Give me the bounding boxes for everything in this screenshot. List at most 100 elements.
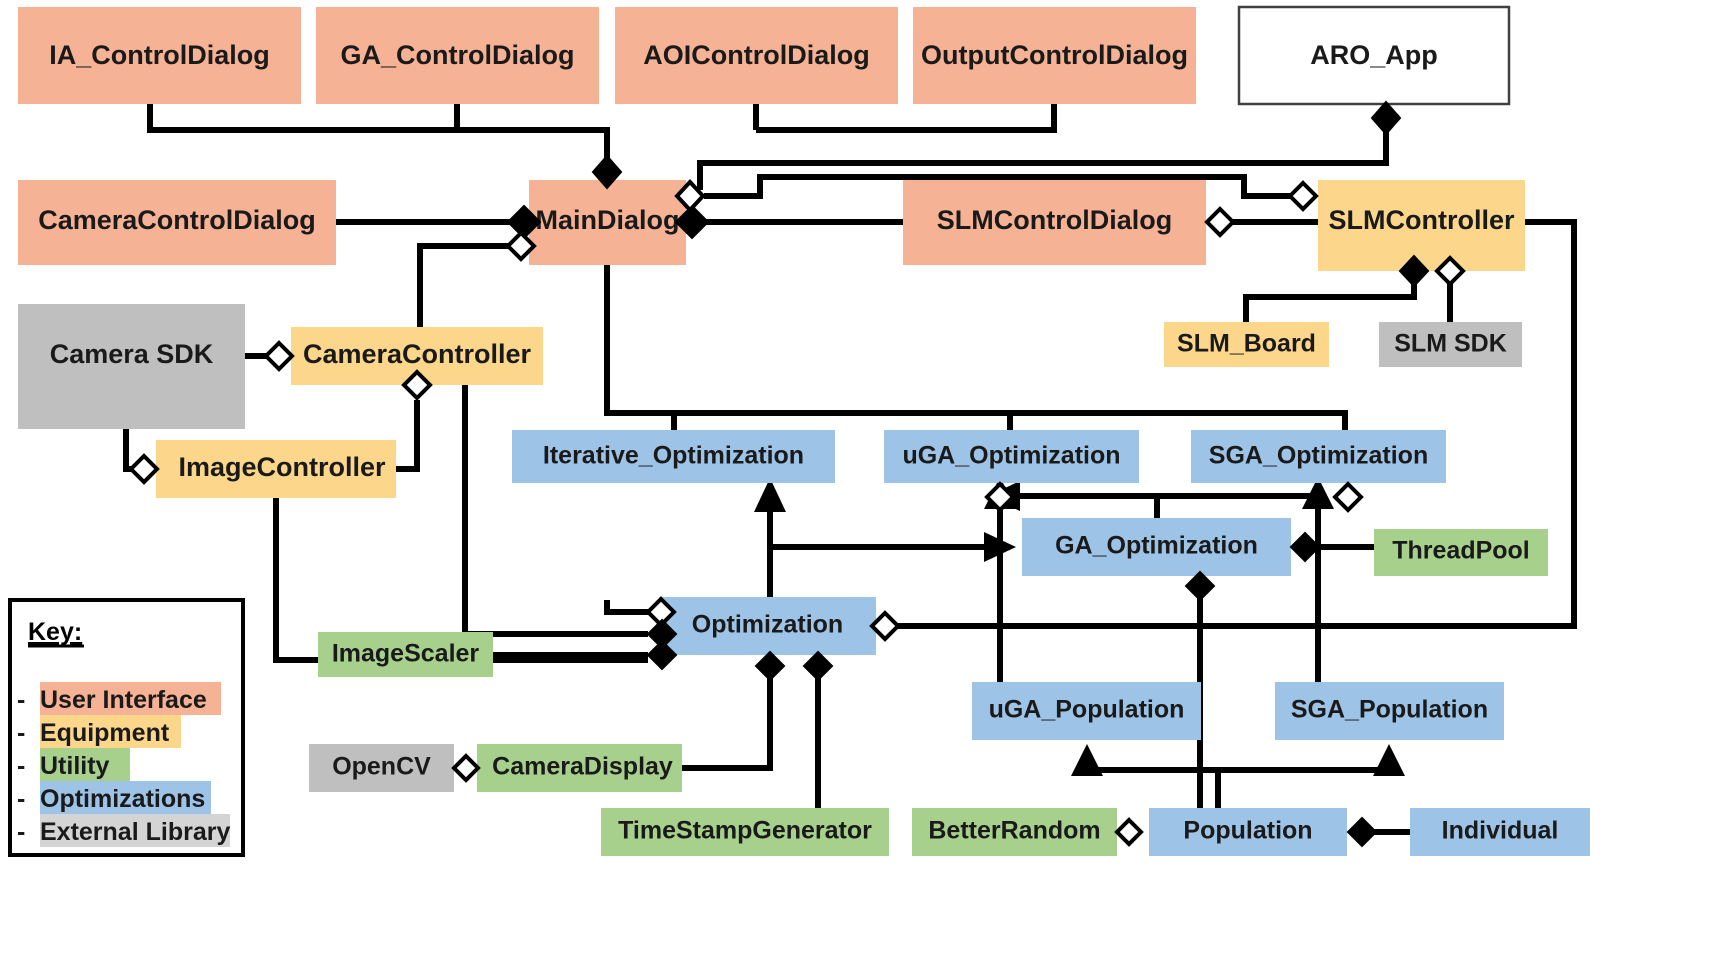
node-main-dialog[interactable]: MainDialog (529, 180, 686, 265)
edge-slmcontroller-to-optimization (885, 219, 1577, 629)
node-population[interactable]: Population (1149, 808, 1347, 856)
node-label-better-random: BetterRandom (928, 817, 1100, 845)
node-label-aoi-control-dialog: AOIControlDialog (643, 40, 869, 70)
node-sga-optimization[interactable]: SGA_Optimization (1191, 430, 1446, 483)
node-label-output-control-dialog: OutputControlDialog (921, 40, 1188, 70)
node-output-control-dialog[interactable]: OutputControlDialog (913, 7, 1196, 104)
node-box-slm-control-dialog (903, 180, 1206, 265)
edge-maindialog-to-optimization (604, 600, 650, 615)
legend: Key: - User Interface - Equipment - Util… (8, 598, 245, 857)
marker-composition-population-right (1346, 816, 1378, 848)
node-slm-control-dialog[interactable]: SLMControlDialog (903, 180, 1206, 265)
legend-swatch-optimizations (40, 781, 211, 814)
node-camera-control-dialog[interactable]: CameraControlDialog (18, 180, 336, 265)
node-label-main-dialog: MainDialog (535, 205, 679, 235)
arrowhead-sgaopt-side (1302, 477, 1334, 509)
node-label-optimization: Optimization (692, 611, 843, 639)
node-box-camera-sdk (18, 304, 245, 429)
node-uga-population[interactable]: uGA_Population (972, 682, 1201, 740)
node-image-controller[interactable]: ImageController (156, 440, 396, 498)
node-box-timestamp-generator (601, 808, 889, 856)
node-optimization[interactable]: Optimization (659, 597, 876, 655)
edge-maindialog-to-iterativeopt (604, 265, 677, 430)
marker-aggregation-slmcontroller-sdk (1434, 255, 1466, 287)
node-label-ga-optimization: GA_Optimization (1055, 532, 1258, 560)
node-thread-pool[interactable]: ThreadPool (1374, 529, 1548, 576)
node-label-ia-control-dialog: IA_ControlDialog (49, 40, 270, 70)
marker-aggregation-slmcontroldialog-right (1204, 206, 1236, 238)
edge-aroapp-to-maindialog (697, 118, 1389, 190)
legend-label-optimizations: Optimizations (40, 785, 205, 813)
marker-aggregation-imagecontroller-left (128, 453, 160, 485)
node-label-thread-pool: ThreadPool (1392, 537, 1530, 565)
node-camera-display[interactable]: CameraDisplay (477, 744, 682, 792)
node-label-camera-sdk: Camera SDK (50, 339, 214, 369)
legend-item-equipment: - Equipment (17, 715, 181, 748)
node-box-iterative-optimization (512, 430, 835, 483)
edge-cameradisplay-to-optimization (682, 666, 773, 771)
node-slm-sdk[interactable]: SLM SDK (1379, 322, 1522, 367)
legend-dash-utility: - (17, 752, 25, 780)
legend-swatch-utility (40, 748, 130, 781)
node-opencv[interactable]: OpenCV (309, 744, 454, 792)
edge-output-to-maindialog (756, 104, 1057, 133)
node-label-aro-app: ARO_App (1310, 40, 1438, 70)
node-label-uga-optimization: uGA_Optimization (902, 442, 1120, 470)
marker-composition-maindialog-top (591, 154, 623, 190)
marker-aggregation-optimization-right (869, 610, 901, 642)
node-box-ia-control-dialog (18, 7, 301, 104)
legend-dash-equipment: - (17, 719, 25, 747)
legend-label-equipment: Equipment (40, 719, 170, 747)
node-sga-population[interactable]: SGA_Population (1275, 682, 1504, 740)
node-label-sga-optimization: SGA_Optimization (1209, 442, 1428, 470)
marker-composition-gaopt-bottom (1184, 570, 1216, 602)
node-box-output-control-dialog (913, 7, 1196, 104)
node-image-scaler[interactable]: ImageScaler (318, 632, 493, 677)
node-label-slm-control-dialog: SLMControlDialog (937, 205, 1172, 235)
node-box-uga-optimization (884, 430, 1139, 483)
edge-camerasdk-to-imagecontroller (123, 429, 135, 472)
node-ga-control-dialog[interactable]: GA_ControlDialog (316, 7, 599, 104)
legend-dash-user-interface: - (17, 686, 25, 714)
legend-item-external-library: - External Library (17, 814, 230, 847)
node-aro-app[interactable]: ARO_App (1237, 5, 1511, 106)
arrowhead-ugapop (1071, 744, 1103, 776)
node-timestamp-generator[interactable]: TimeStampGenerator (601, 808, 889, 856)
node-box-thread-pool (1374, 529, 1548, 576)
node-box-aro-app (1237, 5, 1511, 106)
node-box-image-controller (156, 440, 396, 498)
node-box-aoi-control-dialog (615, 7, 898, 104)
node-label-camera-controller: CameraController (303, 339, 532, 369)
node-box-sga-optimization (1191, 430, 1446, 483)
node-slm-board[interactable]: SLM_Board (1164, 322, 1329, 367)
node-label-iterative-optimization: Iterative_Optimization (543, 442, 804, 470)
node-slm-controller[interactable]: SLMController (1318, 180, 1525, 271)
marker-aggregation-ugaopt-bottom (984, 481, 1016, 513)
node-label-individual: Individual (1442, 817, 1559, 845)
node-box-better-random (912, 808, 1117, 856)
node-label-image-scaler: ImageScaler (332, 640, 480, 668)
marker-aggregation-cameracontroller-left (263, 340, 295, 372)
node-ga-optimization[interactable]: GA_Optimization (1022, 518, 1291, 576)
node-label-camera-display: CameraDisplay (492, 753, 673, 781)
node-individual[interactable]: Individual (1410, 808, 1590, 856)
node-label-uga-population: uGA_Population (989, 696, 1185, 724)
node-aoi-control-dialog[interactable]: AOIControlDialog (615, 7, 898, 104)
node-ia-control-dialog[interactable]: IA_ControlDialog (18, 7, 301, 104)
marker-composition-aroapp-bottom (1370, 100, 1402, 136)
node-camera-sdk[interactable]: Camera SDK (18, 304, 245, 429)
node-iterative-optimization[interactable]: Iterative_Optimization (512, 430, 835, 483)
node-label-ga-control-dialog: GA_ControlDialog (341, 40, 575, 70)
marker-composition-optimization-bottom-left (754, 650, 786, 682)
marker-aggregation-cameradisplay-left (451, 753, 481, 783)
node-label-opencv: OpenCV (332, 753, 431, 781)
edge-maindialog-to-slmcontroller (704, 174, 1297, 199)
node-label-timestamp-generator: TimeStampGenerator (618, 817, 872, 845)
node-better-random[interactable]: BetterRandom (912, 808, 1117, 856)
node-box-uga-population (972, 682, 1201, 740)
marker-aggregation-sgaopt-bottom (1332, 481, 1364, 513)
node-uga-optimization[interactable]: uGA_Optimization (884, 430, 1139, 483)
legend-swatch-external-library (40, 814, 230, 847)
legend-swatch-equipment (40, 715, 181, 748)
